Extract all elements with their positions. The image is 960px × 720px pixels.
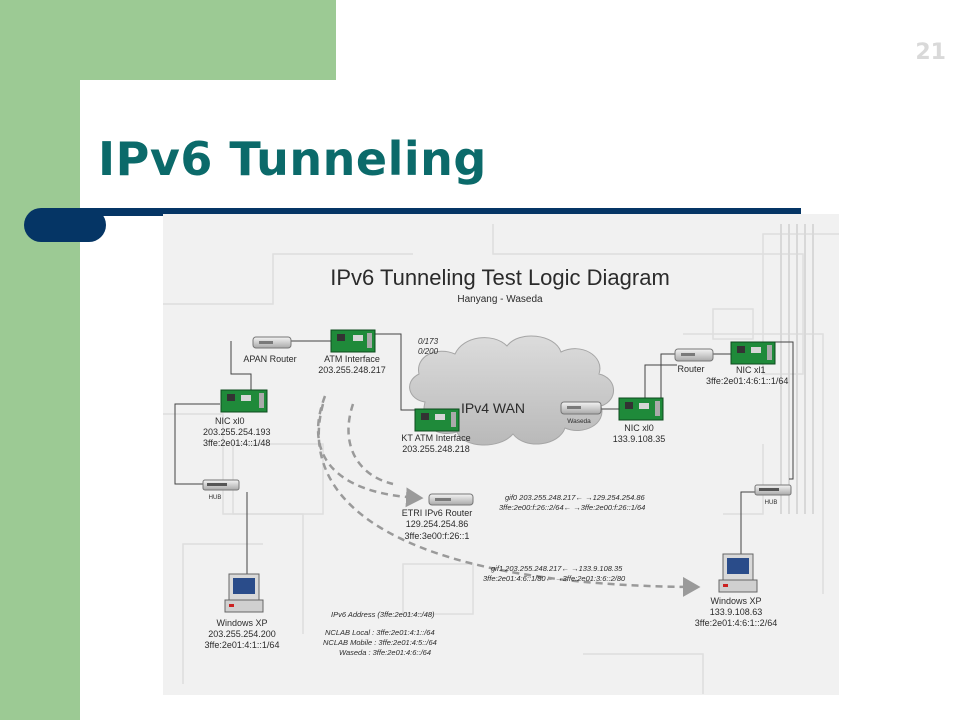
tunnel-curves <box>316 395 701 597</box>
pc-left-label: Windows XP <box>216 618 267 628</box>
slide-title: IPv6 Tunneling <box>98 132 487 186</box>
hub-right: HUB <box>754 484 792 506</box>
vc-label-1: 0/173 <box>418 337 439 346</box>
nic-xl0-left-addr6: 3ffe:2e01:4::1/48 <box>203 438 270 448</box>
waseda-router: Waseda <box>560 401 602 425</box>
gif1-label-1: gif1 203.255.248.217← →133.9.108.35 <box>491 564 623 573</box>
etri-router-addr: 129.254.254.86 <box>406 519 469 529</box>
pc-right-addr6: 3ffe:2e01:4:6:1::2/64 <box>695 618 777 628</box>
kt-atm-addr: 203.255.248.218 <box>402 444 470 454</box>
apan-router: APAN Router <box>243 336 297 364</box>
pc-right-addr: 133.9.108.63 <box>710 607 763 617</box>
windows-xp-pc-left: Windows XP 203.255.254.200 3ffe:2e01:4:1… <box>205 573 280 650</box>
top-green-band <box>0 0 336 80</box>
vc-label-2: 0/200 <box>418 347 439 356</box>
etri-ipv6-router: ETRI IPv6 Router 129.254.254.86 3ffe:3e0… <box>402 493 474 541</box>
notes-line-3: NCLAB Mobile : 3ffe:2e01:4:5::/64 <box>323 638 437 647</box>
pc-right-label: Windows XP <box>710 596 761 606</box>
etri-router-addr6: 3ffe:3e00:f:26::1 <box>405 531 470 541</box>
notes-line-2: NCLAB Local : 3ffe:2e01:4:1::/64 <box>325 628 435 637</box>
cloud-label: IPv4 WAN <box>461 400 525 416</box>
hub-left-label: HUB <box>209 495 222 501</box>
network-diagram: IPv6 Tunneling Test Logic Diagram Hanyan… <box>163 214 839 695</box>
pc-left-addr6: 3ffe:2e01:4:1::1/64 <box>205 640 280 650</box>
title-rule <box>64 208 801 216</box>
background-vertical-bars <box>780 224 814 514</box>
nic-xl0-left: NIC xl0 203.255.254.193 3ffe:2e01:4::1/4… <box>203 389 271 448</box>
network-links <box>174 333 794 574</box>
gif0-label-1: gif0 203.255.248.217← →129.254.254.86 <box>505 493 646 502</box>
slide-number: 21 <box>915 40 946 65</box>
left-green-band <box>0 0 80 720</box>
gif0-label-2: 3ffe:2e00:f:26::2/64← →3ffe:2e00:f:26::1… <box>499 503 645 512</box>
hub-left: HUB <box>202 479 240 501</box>
kt-atm-interface-card: KT ATM Interface 203.255.248.218 <box>401 408 471 454</box>
diagram-subtitle: Hanyang - Waseda <box>457 294 543 305</box>
nic-xl0-right-label: NIC xl0 <box>624 423 654 433</box>
background-circuit-pattern <box>163 224 839 694</box>
diagram-title: IPv6 Tunneling Test Logic Diagram <box>330 265 670 290</box>
router-right-label: Router <box>677 364 704 374</box>
nic-xl0-left-addr: 203.255.254.193 <box>203 427 271 437</box>
atm-interface-addr: 203.255.248.217 <box>318 365 386 375</box>
pc-left-addr: 203.255.254.200 <box>208 629 276 639</box>
hub-right-label: HUB <box>765 500 778 506</box>
router-right: Router <box>674 348 714 374</box>
nic-xl1: NIC xl1 3ffe:2e01:4:6:1::1/64 <box>706 341 788 386</box>
waseda-label: Waseda <box>567 418 591 425</box>
windows-xp-pc-right: Windows XP 133.9.108.63 3ffe:2e01:4:6:1:… <box>695 553 777 628</box>
atm-interface-card: ATM Interface 203.255.248.217 <box>318 329 386 375</box>
gif1-label-2: 3ffe:2e01:4:6::1/80← →3ffe:2e01:3:6::2/8… <box>483 574 626 583</box>
atm-interface-label: ATM Interface <box>324 354 380 364</box>
ipv4-wan-cloud: IPv4 WAN <box>409 335 614 446</box>
notes-line-4: Waseda : 3ffe:2e01:4:6::/64 <box>339 648 431 657</box>
nic-xl0-left-label: NIC xl0 <box>215 416 245 426</box>
nic-xl1-label: NIC xl1 <box>736 365 766 375</box>
nic-xl1-addr6: 3ffe:2e01:4:6:1::1/64 <box>706 376 788 386</box>
nic-xl0-right: NIC xl0 133.9.108.35 <box>613 397 666 444</box>
rounded-corner <box>80 80 200 200</box>
kt-atm-label: KT ATM Interface <box>401 433 470 443</box>
nic-xl0-right-addr: 133.9.108.35 <box>613 434 666 444</box>
apan-router-label: APAN Router <box>243 354 296 364</box>
notes-line-1: IPv6 Address (3ffe:2e01:4::/48) <box>331 610 435 619</box>
etri-router-label: ETRI IPv6 Router <box>402 508 473 518</box>
